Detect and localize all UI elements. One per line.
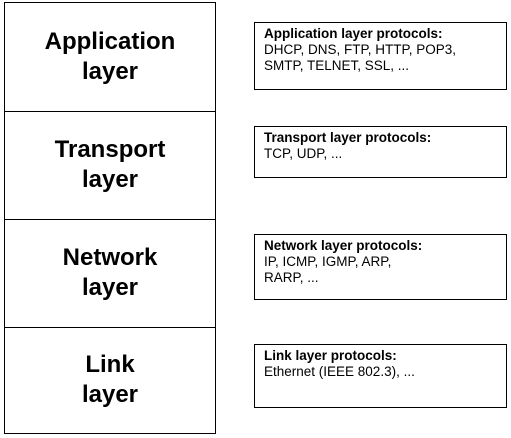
application-protocols-list: DHCP, DNS, FTP, HTTP, POP3, SMTP, TELNET… [264, 42, 457, 73]
application-layer-label: Application layer [44, 28, 176, 85]
layer-divider [5, 327, 215, 328]
application-layer-block: Application layer [5, 3, 215, 111]
layer-stack: Application layer Transport layer Networ… [4, 2, 216, 434]
transport-layer-label: Transport layer [54, 136, 166, 193]
network-protocols-list: IP, ICMP, IGMP, ARP, RARP, ... [264, 254, 392, 285]
link-protocols-box: Link layer protocols: Ethernet (IEEE 802… [254, 344, 507, 408]
transport-protocols-box: Transport layer protocols: TCP, UDP, ... [254, 126, 507, 178]
network-protocols-box: Network layer protocols: IP, ICMP, IGMP,… [254, 234, 507, 300]
transport-protocols-list: TCP, UDP, ... [264, 146, 343, 161]
layer-divider [5, 219, 215, 220]
link-layer-label: Link layer [81, 351, 139, 408]
link-protocols-list: Ethernet (IEEE 802.3), ... [264, 364, 415, 379]
link-layer-block: Link layer [5, 327, 215, 433]
link-protocols-title: Link layer protocols: [264, 348, 397, 363]
application-protocols-box: Application layer protocols: DHCP, DNS, … [254, 22, 507, 90]
network-protocols-title: Network layer protocols: [264, 238, 423, 253]
transport-layer-block: Transport layer [5, 111, 215, 219]
network-layer-label: Network layer [62, 244, 158, 301]
network-layer-block: Network layer [5, 219, 215, 327]
application-protocols-title: Application layer protocols: [264, 26, 443, 41]
layer-divider [5, 111, 215, 112]
transport-protocols-title: Transport layer protocols: [264, 130, 432, 145]
